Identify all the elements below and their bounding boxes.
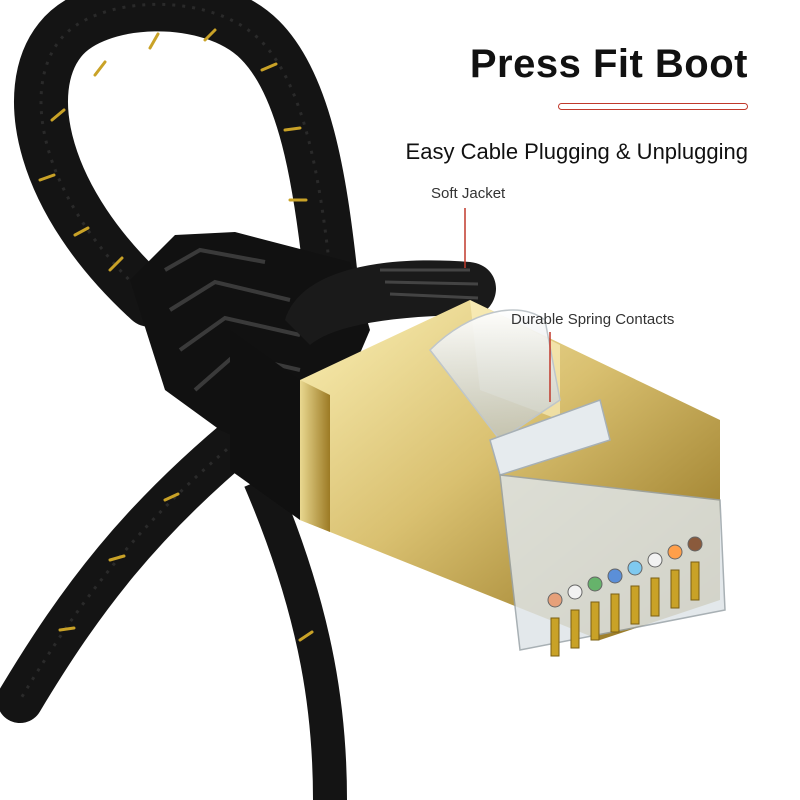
page-subtitle: Easy Cable Plugging & Unplugging (405, 139, 748, 164)
contact-pin (590, 601, 600, 641)
contact-pin (550, 617, 560, 657)
wire-end (647, 552, 663, 568)
wire-end (547, 592, 563, 608)
spring-contacts-label: Durable Spring Contacts (511, 311, 675, 328)
wire-end (667, 544, 683, 560)
page-title: Press Fit Boot (469, 42, 748, 86)
conductor-wires (547, 536, 703, 608)
contact-pin (690, 561, 700, 601)
rj45-connector (230, 300, 726, 657)
title-underline (558, 103, 748, 110)
gold-contact-pins (550, 561, 700, 657)
wire-end (607, 568, 623, 584)
contact-pin (650, 577, 660, 617)
wire-end (627, 560, 643, 576)
contact-pin (570, 609, 580, 649)
contact-pin (610, 593, 620, 633)
soft-jacket-label: Soft Jacket (431, 185, 506, 202)
contact-pin (630, 585, 640, 625)
wire-end (567, 584, 583, 600)
flat-cable (0, 0, 357, 800)
wire-end (687, 536, 703, 552)
wire-end (587, 576, 603, 592)
contact-pin (670, 569, 680, 609)
